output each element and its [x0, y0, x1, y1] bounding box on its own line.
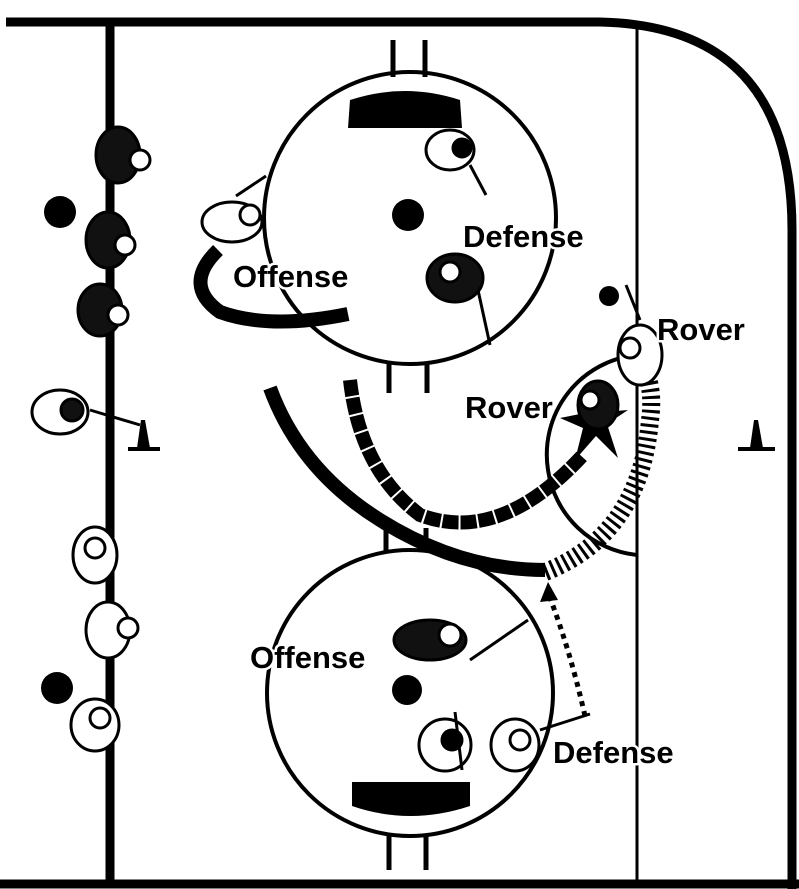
faceoff-dot-bottom [392, 675, 422, 705]
player-icon [30, 125, 664, 773]
faceoff-circle-bottom [265, 548, 555, 838]
arrow-head [540, 582, 558, 602]
label-offense-top: Offense [233, 259, 348, 294]
bench-puck-upper [44, 196, 76, 228]
faceoff-dot-top [392, 199, 424, 231]
bench-puck-lower [41, 672, 73, 704]
puck-icon [599, 286, 619, 306]
cone-icon [128, 420, 160, 451]
defense-top-path [343, 379, 589, 530]
faceoff-circle-top [262, 70, 558, 366]
label-offense-bottom: Offense [250, 640, 365, 675]
label-defense-bottom: Defense [553, 735, 674, 770]
rink-boards [6, 17, 797, 889]
defense-bottom-path [547, 597, 588, 717]
half-moon-bottom [352, 782, 470, 816]
offense-bottom-path [263, 385, 546, 577]
offense-top-path [193, 244, 350, 329]
label-defense-top: Defense [463, 219, 584, 254]
cone-icon [738, 420, 775, 451]
label-rover-right: Rover [657, 312, 745, 347]
half-moon-top [348, 91, 462, 128]
label-rover-left: Rover [465, 390, 553, 425]
